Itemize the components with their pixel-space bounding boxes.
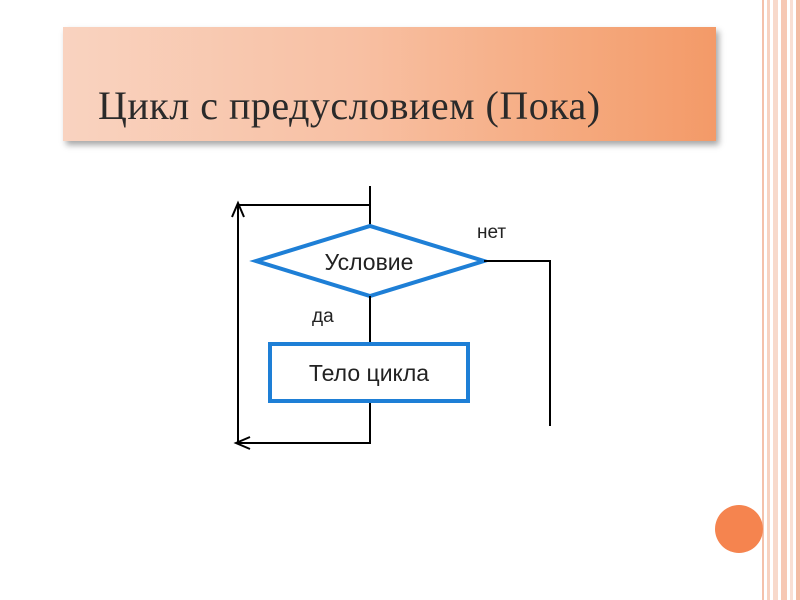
decor-stripe: [767, 0, 770, 600]
decor-stripe: [762, 0, 764, 600]
decor-stripe: [773, 0, 778, 600]
slide-title: Цикл с предусловием (Пока): [98, 83, 601, 128]
loop-arrow-left: [233, 436, 251, 450]
yes-label: да: [312, 306, 334, 327]
no-exit-line: [484, 260, 551, 426]
no-label: нет: [477, 222, 506, 243]
loop-arrow-up: [231, 200, 245, 218]
title-banner: [63, 27, 716, 141]
decor-stripe: [781, 0, 787, 600]
condition-label: Условие: [325, 249, 414, 275]
loop-body-label: Тело цикла: [309, 360, 429, 386]
loop-body-box: [268, 342, 470, 403]
accent-circle: [715, 505, 763, 553]
decor-stripe: [796, 0, 800, 600]
decor-stripe: [790, 0, 793, 600]
